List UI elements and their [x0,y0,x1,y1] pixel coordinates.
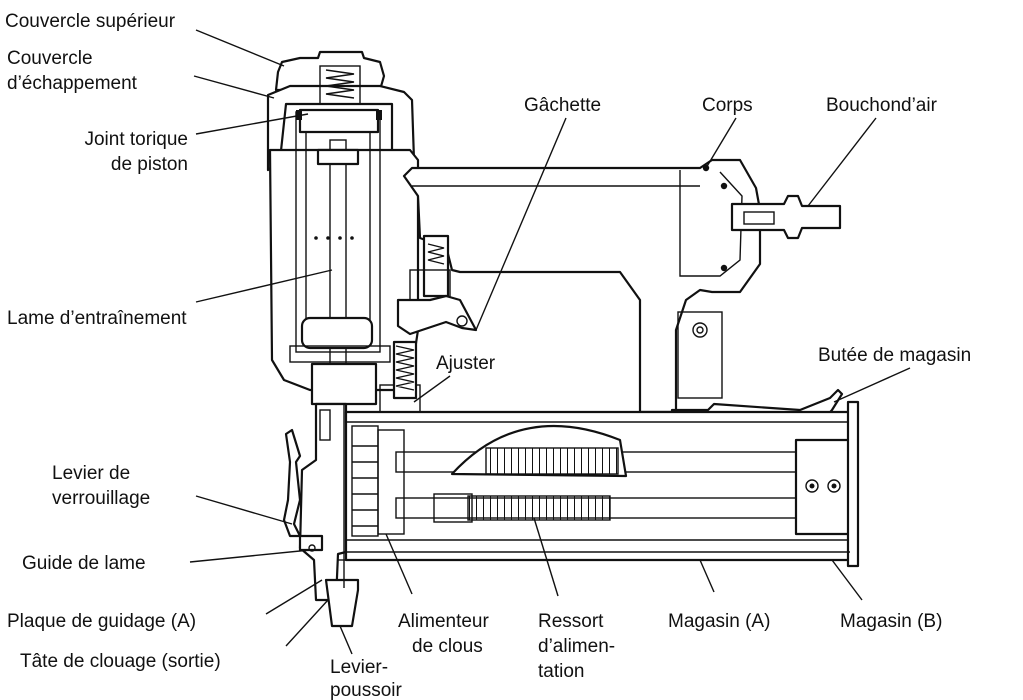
label-couvercle-superieur: Couvercle supérieur [5,11,176,32]
label-levier-verrouillage-1: Levier de [52,463,130,484]
label-levier-poussoir-1: Levier- [330,657,388,678]
label-gachette: Gâchette [524,95,601,116]
label-alimenteur-2: de clous [412,636,483,657]
trigger-shape [396,294,478,336]
label-butee-magasin: Butée de magasin [818,345,971,366]
label-bouchon-air: Bouchond’air [826,95,938,116]
label-lame-entrainement: Lame d’entraînement [7,308,187,329]
label-magasin-b: Magasin (B) [840,611,942,632]
push-lever-shape [324,578,360,628]
label-plaque-guidage: Plaque de guidage (A) [7,611,196,632]
label-tete-clouage: Tâte de clouage (sortie) [20,651,221,672]
label-joint-torique-2: de piston [111,154,188,175]
leader-lines [189,29,911,655]
locking-lever-shape [282,428,302,538]
piston-shape [298,108,380,134]
body-shape [402,158,762,414]
label-levier-poussoir-2: poussoir [330,680,402,700]
label-couvercle-echappement-2: d’échappement [7,73,138,94]
label-ressort-2: d’alimen- [538,636,615,657]
nose-shape [298,402,348,602]
label-joint-torique-1: Joint torique [84,129,188,150]
label-alimenteur-1: Alimenteur [398,611,489,632]
label-corps: Corps [702,95,753,116]
label-ressort-1: Ressort [538,611,604,632]
labels: Couvercle supérieur Couvercle d’échappem… [5,11,971,700]
label-couvercle-echappement-1: Couvercle [7,48,93,69]
air-plug-shape [730,194,842,240]
magazine-b-shape [794,438,852,536]
label-ajuster: Ajuster [436,353,496,374]
label-levier-verrouillage-2: verrouillage [52,488,150,509]
blade-guide-shape [298,534,324,552]
label-guide-lame: Guide de lame [22,553,146,574]
label-magasin-a: Magasin (A) [668,611,770,632]
feed-spring-shape [467,495,611,521]
tool-drawing [266,50,860,628]
label-ressort-3: tation [538,661,584,682]
